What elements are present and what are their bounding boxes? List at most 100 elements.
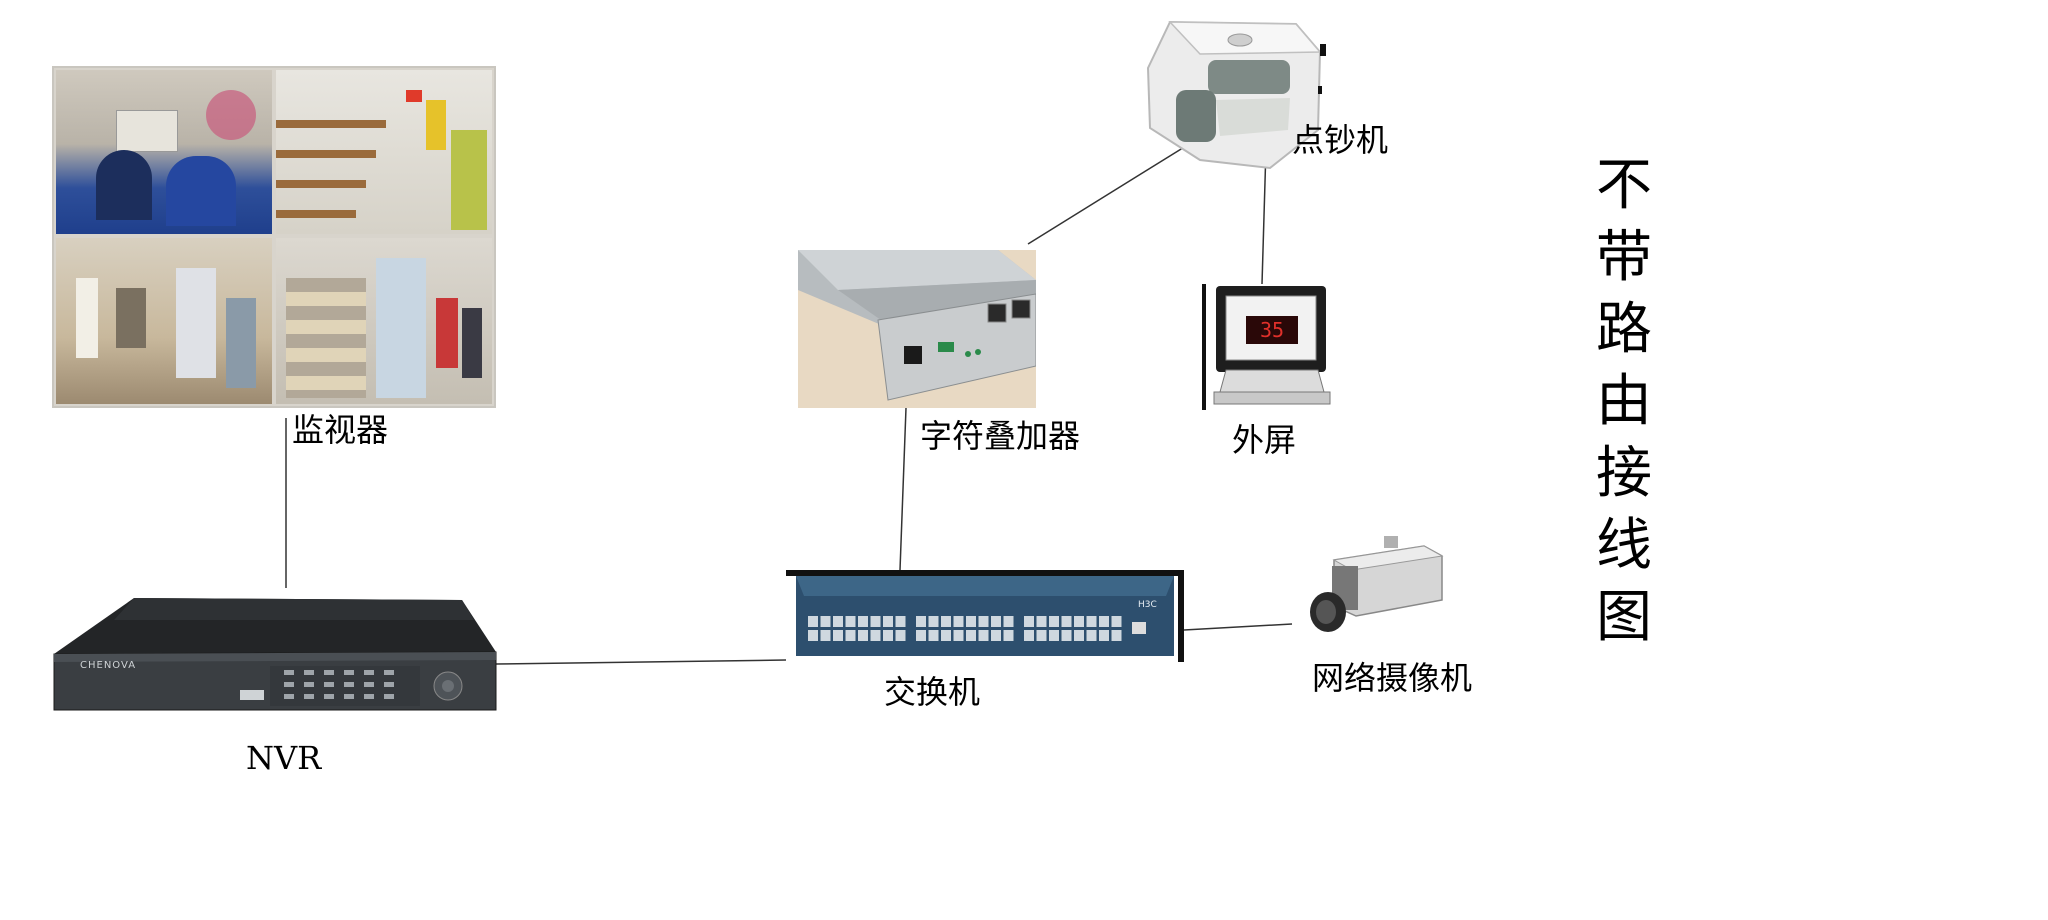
nvr-button — [304, 670, 314, 675]
nvr-button — [344, 694, 354, 699]
switch-port — [1099, 630, 1109, 641]
switch-port — [1099, 616, 1109, 627]
label-counter: 点钞机 — [1292, 121, 1389, 159]
switch-port — [1111, 630, 1122, 641]
nvr-button — [284, 694, 294, 699]
monitor-view-cashier — [56, 70, 272, 234]
switch-port — [1111, 616, 1122, 627]
nvr-button — [384, 682, 394, 687]
title-char: 接 — [1596, 441, 1652, 506]
switch-port — [916, 616, 926, 627]
line-counter-screen — [1261, 147, 1267, 285]
switch-port — [820, 616, 831, 627]
nvr-button — [344, 670, 354, 675]
monitor-view-shelves — [276, 238, 492, 404]
switch-port — [845, 616, 856, 627]
switch-port — [941, 630, 951, 641]
switch-port — [820, 630, 831, 641]
switch-port — [1074, 630, 1084, 641]
switch-port — [1024, 616, 1034, 627]
nvr-button — [284, 670, 294, 675]
switch-port — [833, 616, 843, 627]
switch-port — [833, 630, 843, 641]
switch-image: H3C — [786, 570, 1184, 662]
switch-port — [1049, 630, 1059, 641]
title-char: 由 — [1596, 369, 1652, 434]
switch-port — [895, 630, 906, 641]
title-char: 带 — [1596, 225, 1652, 290]
switch-port — [1049, 616, 1059, 627]
title-char: 线 — [1596, 513, 1652, 578]
switch-port — [1061, 630, 1072, 641]
title-char: 路 — [1596, 297, 1652, 362]
switch-port — [858, 616, 868, 627]
line-switch-camera — [1183, 623, 1293, 631]
switch-port — [808, 630, 818, 641]
nvr-button — [284, 682, 294, 687]
switch-port — [1036, 616, 1047, 627]
switch-port — [928, 630, 939, 641]
switch-port — [928, 616, 939, 627]
switch-port — [1003, 630, 1014, 641]
switch-ports — [808, 616, 1122, 641]
switch-port — [1074, 616, 1084, 627]
switch-port — [953, 630, 964, 641]
nvr-button — [364, 670, 374, 675]
switch-port — [1086, 630, 1097, 641]
switch-port — [953, 616, 964, 627]
nvr-button — [304, 694, 314, 699]
switch-port — [1086, 616, 1097, 627]
switch-port — [978, 616, 989, 627]
title-char: 不 — [1596, 153, 1652, 218]
nvr-button — [344, 682, 354, 687]
nvr-button — [364, 682, 374, 687]
nvr-button — [324, 670, 334, 675]
label-switch: 交换机 — [884, 673, 981, 711]
label-external-screen: 外屏 — [1232, 421, 1297, 459]
nvr-button — [384, 670, 394, 675]
switch-port — [858, 630, 868, 641]
switch-port — [845, 630, 856, 641]
monitor-view-aisle — [276, 70, 492, 234]
switch-port — [870, 630, 881, 641]
title-char: 图 — [1596, 585, 1652, 650]
label-overlay: 字符叠加器 — [920, 417, 1081, 455]
switch-port — [895, 616, 906, 627]
switch-port — [991, 616, 1001, 627]
monitor-view-store — [56, 238, 272, 404]
nvr-button — [304, 682, 314, 687]
diagram-title: 不带路由接线图 — [1592, 150, 1656, 654]
switch-port — [966, 630, 976, 641]
switch-port — [941, 616, 951, 627]
nvr-button — [364, 694, 374, 699]
switch-port — [883, 616, 893, 627]
line-counter-overlay — [1027, 145, 1187, 245]
nvr-brand: CHENOVA — [80, 660, 137, 671]
label-camera: 网络摄像机 — [1312, 659, 1473, 697]
switch-port — [1003, 616, 1014, 627]
label-nvr: NVR — [246, 739, 322, 777]
switch-port — [978, 630, 989, 641]
line-overlay-switch — [899, 407, 907, 571]
label-monitor: 监视器 — [292, 411, 389, 449]
switch-port — [1024, 630, 1034, 641]
switch-port — [1036, 630, 1047, 641]
nvr-image: CHENOVA — [50, 590, 498, 720]
switch-brand: H3C — [1138, 600, 1157, 610]
switch-port — [916, 630, 926, 641]
screen-display-value: 35 — [1259, 318, 1285, 342]
switch-port — [1061, 616, 1072, 627]
line-nvr-switch — [495, 659, 787, 665]
switch-port — [808, 616, 818, 627]
nvr-button — [324, 682, 334, 687]
switch-port — [966, 616, 976, 627]
nvr-button — [324, 694, 334, 699]
nvr-button — [384, 694, 394, 699]
switch-port — [870, 616, 881, 627]
char-overlay-image — [798, 250, 1036, 408]
nvr-buttons — [284, 670, 394, 699]
